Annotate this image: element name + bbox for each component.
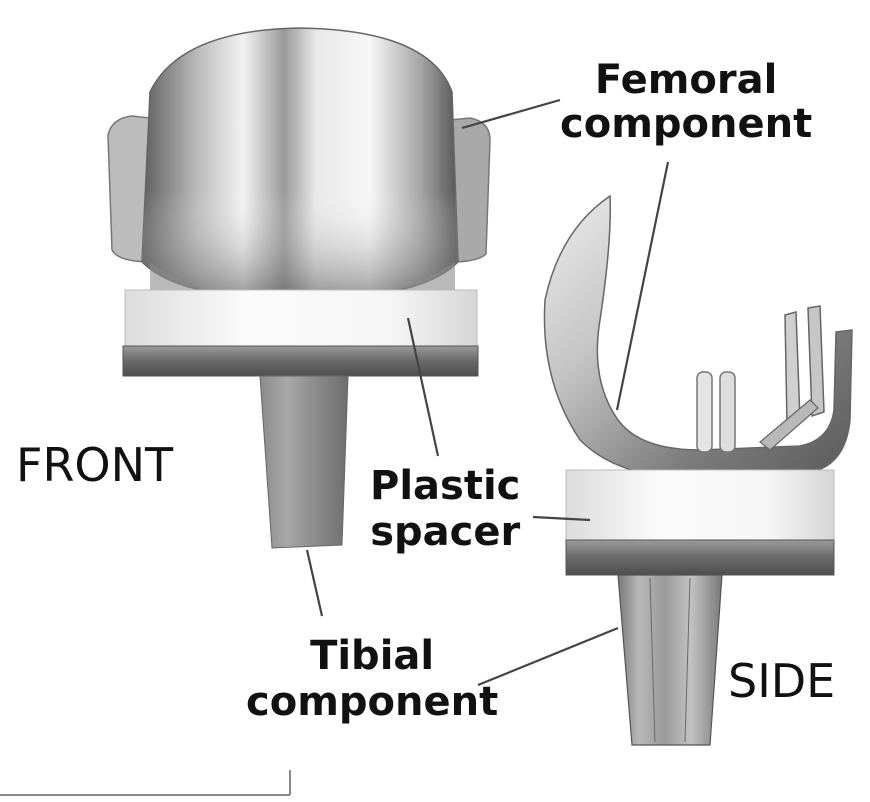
side-plastic-spacer [566,470,834,542]
femoral-component-label: Femoral component [560,60,812,144]
front-plastic-spacer [125,290,477,348]
tibial-label-line2: component [246,682,498,722]
front-view-label: FRONT [16,442,173,488]
leader-femoral-side [617,162,668,410]
femoral-label-line1: Femoral [560,60,812,100]
leader-tibial-side [478,628,618,685]
plastic-spacer-label: Plastic spacer [370,466,520,552]
tibial-component-label: Tibial component [246,636,498,722]
front-femoral-component [108,28,490,320]
plastic-label-line2: spacer [370,512,520,552]
side-tibial-component [566,540,834,745]
corner-rule [0,770,290,795]
leader-tibial-front [307,550,322,616]
side-view-label: SIDE [728,658,835,704]
side-femoral-component [544,196,852,478]
plastic-label-line1: Plastic [370,466,520,506]
femoral-label-line2: component [560,104,812,144]
tibial-label-line1: Tibial [246,636,498,676]
leader-femoral-front [462,100,560,128]
